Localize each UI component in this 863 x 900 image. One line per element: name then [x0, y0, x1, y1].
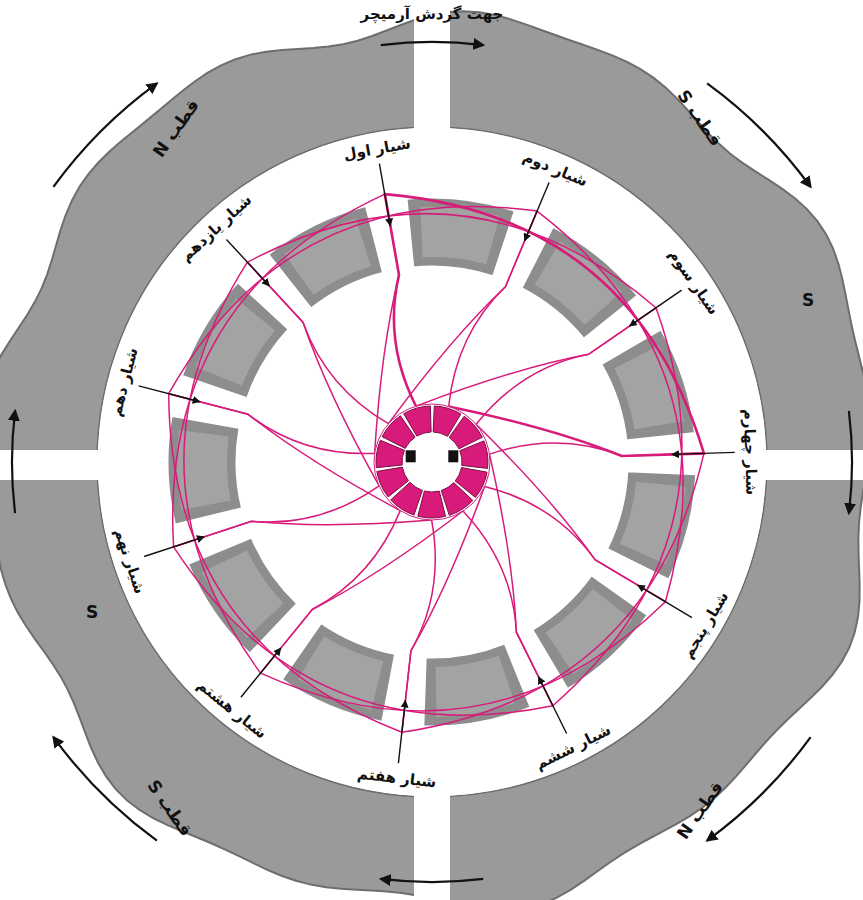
rotation-arrows: [12, 42, 852, 882]
commutator-segment: [377, 467, 409, 497]
commutator-segment: [382, 416, 415, 449]
rotation-arrow: [381, 42, 483, 45]
leader-line: [672, 452, 735, 454]
armature-tooth: [614, 346, 683, 430]
armature-tooth: [181, 282, 289, 399]
leader-line: [139, 386, 200, 402]
rotation-arrow: [849, 411, 852, 513]
slot-label: شیار چهارم: [739, 405, 760, 498]
air-gap: [98, 128, 766, 796]
armature-tooth: [167, 415, 243, 525]
armature-tooth: [521, 226, 638, 339]
armature-winding: [169, 194, 704, 732]
leader-line: [638, 585, 692, 617]
pole-label: S: [802, 290, 814, 310]
rotation-arrow: [12, 411, 15, 513]
commutator-segment: [441, 483, 473, 516]
armature-coil: [174, 511, 553, 715]
armature-coil: [476, 308, 682, 706]
rotation-arrow: [53, 737, 156, 841]
brush: [448, 450, 458, 462]
armature-tooth: [620, 482, 686, 564]
leader-line: [539, 677, 567, 734]
leader-lines: [139, 164, 735, 764]
rotation-caption: جهت گردش آرمیچر: [361, 5, 504, 23]
armature-tooth: [436, 656, 515, 717]
commutator-segment: [418, 491, 446, 518]
rotation-arrow: [381, 879, 483, 882]
leader-line: [630, 290, 682, 326]
commutator-segment: [460, 441, 488, 469]
armature-tooth: [298, 636, 384, 709]
armature-coil: [261, 486, 666, 711]
rotation-arrow: [53, 83, 156, 186]
leader-line: [226, 239, 269, 285]
air-gap: [97, 127, 767, 797]
pole-body: [0, 11, 863, 900]
leader-line: [398, 701, 405, 764]
leader-line: [379, 164, 390, 226]
armature-teeth: [167, 197, 697, 727]
armature-coil: [449, 211, 683, 602]
leader-line: [144, 537, 204, 557]
leader-line: [241, 648, 281, 697]
pole-label: S: [86, 602, 98, 622]
armature-tooth: [284, 219, 370, 295]
armature-coil: [247, 214, 656, 424]
armature-coil: [169, 206, 537, 453]
commutator: [374, 404, 490, 520]
brush: [406, 450, 416, 462]
armature-tooth: [187, 537, 298, 655]
commutator-ring: [374, 404, 490, 520]
leader-line: [525, 183, 549, 241]
